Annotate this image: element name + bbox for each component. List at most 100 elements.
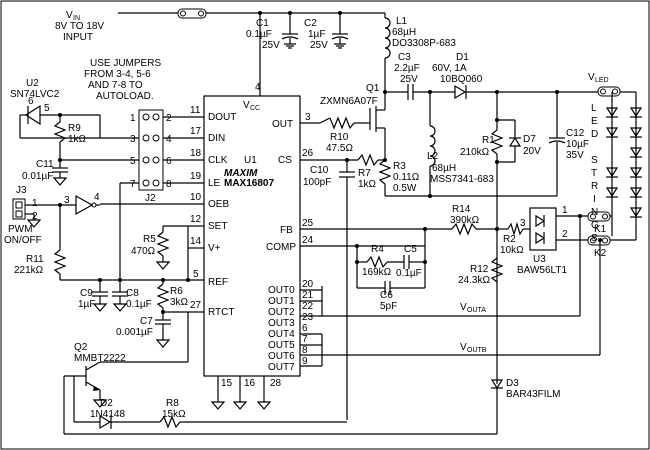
u3-pin: 1 (562, 205, 568, 216)
d7-ref: D7 (523, 134, 536, 145)
d1-rating: 60V, 1A (432, 63, 467, 74)
u1-pin-vplus: V+ (208, 243, 221, 254)
c12-value: 10µF (566, 139, 589, 150)
vled-connector: V LED (588, 72, 636, 97)
r3-value: 0.11Ω (393, 172, 420, 183)
c5-ref: C5 (404, 244, 417, 255)
u1-pin-comp: COMP (266, 242, 296, 253)
c12-voltage: 35V (566, 150, 584, 161)
r1-value: 210kΩ (460, 147, 490, 158)
c9-ref: C9 (80, 288, 93, 299)
u1-pin-num: 24 (302, 235, 314, 246)
r1-ref: R1 (482, 135, 495, 146)
r10-value: 47.5Ω (326, 143, 353, 154)
u3-ref: U3 (533, 254, 546, 265)
jumper-j2: 1 2 3 4 5 6 7 8 J2 (60, 109, 172, 204)
q1-part: ZXMN6A07F (320, 96, 378, 107)
c6-ref: C6 (380, 290, 393, 301)
vled-label: V (588, 72, 595, 83)
d3-part: BAR43FILM (506, 389, 560, 400)
u1-pin-clk: CLK (208, 155, 228, 166)
buffer-u2-bottom: 3 4 (64, 192, 100, 216)
q2-ref: Q2 (74, 342, 88, 353)
u1-body (203, 95, 301, 377)
j2-pin: 5 (130, 156, 136, 167)
c3-voltage: 25V (400, 74, 418, 85)
vin-input-label: INPUT (63, 32, 93, 43)
vin-range: 8V TO 18V (55, 21, 104, 32)
ic-u1: V CC 4 DOUT DIN CLK LE OEB SET V+ REF RT… (190, 82, 323, 410)
r7-value: 1kΩ (358, 179, 377, 190)
r8-value: 15kΩ (162, 409, 186, 420)
c12-ref: C12 (566, 128, 585, 139)
u1-pin-num: 18 (190, 148, 202, 159)
c3-ref: C3 (398, 52, 411, 63)
vin-label: V (66, 10, 73, 21)
maxim-logo: MAXIM (224, 168, 258, 179)
vin-input: V IN 8V TO 18V INPUT (55, 8, 385, 43)
u1-pin-out: OUT (272, 119, 293, 130)
l1-ref: L1 (396, 16, 408, 27)
r4-ref: R4 (371, 244, 384, 255)
r9-value: 1kΩ (68, 134, 87, 145)
c1-value: 0.1µF (246, 29, 272, 40)
u1-pin-cs: CS (278, 155, 292, 166)
led-letter: D (591, 129, 598, 140)
u1-pin-num: 26 (302, 148, 314, 159)
u1-vcc-sub: CC (250, 105, 260, 112)
k1-ref: K1 (594, 224, 607, 235)
d1-ref: D1 (456, 52, 469, 63)
u1-pin-out7: OUT7 (268, 362, 295, 373)
u1-pin-num: 16 (244, 378, 256, 389)
u2-ref: U2 (26, 78, 39, 89)
j2-pin: 7 (130, 179, 136, 190)
r5-ref: R5 (143, 234, 156, 245)
r9-ref: R9 (68, 123, 81, 134)
j3-pin: 1 (32, 198, 38, 209)
led-letter: L (591, 103, 597, 114)
l2-part: MSS7341-683 (430, 174, 494, 185)
u1-pin-num: 23 (302, 312, 314, 323)
u3-pin: 2 (562, 229, 568, 240)
c7-value: 0.001µF (116, 327, 153, 338)
u1-pin-num: 14 (190, 236, 202, 247)
u1-pin-num: 28 (270, 378, 282, 389)
u1-pin-num: 3 (305, 112, 311, 123)
j3-label2: ON/OFF (4, 235, 42, 246)
u2-pin: 3 (64, 195, 70, 206)
r8-ref: R8 (166, 398, 179, 409)
u1-pin-set: SET (208, 221, 227, 232)
u1-pin-num: 4 (255, 82, 261, 93)
u1-ref: U1 (244, 155, 257, 166)
j2-pin: 6 (166, 156, 172, 167)
u1-pin-num: 6 (302, 323, 308, 334)
u1-pin-out0: OUT0 (268, 285, 295, 296)
c3-value: 2.2µF (394, 63, 420, 74)
diode-d1: D1 60V, 1A 10BQ060 (432, 52, 598, 100)
led-letter: E (591, 116, 598, 127)
u1-pin-out3: OUT3 (268, 318, 295, 329)
j3-label: PWM (8, 224, 32, 235)
u1-pin-num: 22 (302, 301, 314, 312)
c8-ref: C8 (126, 288, 139, 299)
r14-ref: R14 (452, 204, 471, 215)
d1-part: 10BQ060 (440, 74, 483, 85)
u2-part: SN74LVC2 (10, 89, 60, 100)
vouta-label-sub: OUTA (467, 307, 486, 314)
u1-pin-num: 21 (302, 290, 314, 301)
u2-pin: 4 (94, 192, 100, 203)
j2-ref: J2 (145, 193, 156, 204)
jumper-note-line: FROM 3-4, 5-6 (84, 69, 151, 80)
l1-part: DO3308P-683 (392, 38, 456, 49)
u1-pin-num: 8 (302, 345, 308, 356)
r10-ref: R10 (330, 132, 349, 143)
u1-pin-out1: OUT1 (268, 296, 295, 307)
u1-pin-num: 17 (190, 126, 202, 137)
diode-u3: 1 2 3 U3 BAW56LT1 (517, 205, 588, 276)
r3-power: 0.5W (393, 183, 417, 194)
u1-pin-ref: REF (208, 277, 228, 288)
vouta-label: V (460, 302, 467, 313)
c10-value: 100pF (303, 177, 331, 188)
led-letter: I (593, 194, 596, 205)
c2-value: 1µF (308, 29, 325, 40)
